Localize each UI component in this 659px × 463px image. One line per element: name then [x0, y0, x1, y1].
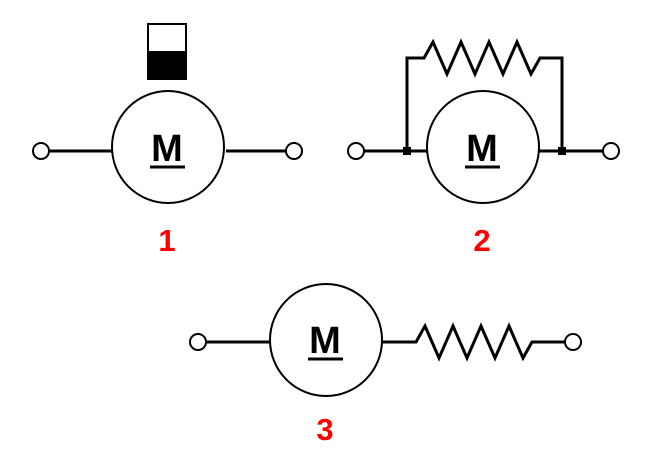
junction-right — [558, 147, 566, 155]
series-resistor-icon — [382, 322, 565, 362]
switch-indicator-icon — [147, 23, 187, 80]
symbol-number-label: 3 — [316, 412, 333, 447]
terminal-left — [189, 333, 207, 351]
motor-circle — [426, 90, 540, 204]
terminal-right — [285, 142, 303, 160]
motor-circle — [269, 283, 383, 397]
motor-letter: M — [466, 128, 498, 170]
motor-symbol-2: M 2 — [347, 38, 620, 258]
motor-symbol-3: M 3 — [189, 283, 582, 447]
junction-left — [403, 147, 411, 155]
parallel-resistor-icon — [405, 38, 564, 151]
motor-letter: M — [151, 128, 183, 170]
terminal-right — [564, 333, 582, 351]
terminal-left — [347, 142, 365, 160]
terminal-right — [602, 142, 620, 160]
terminal-left — [32, 142, 50, 160]
motor-letter: M — [309, 320, 341, 362]
motor-circle — [111, 90, 225, 204]
symbol-number-label: 2 — [473, 223, 490, 258]
motor-symbol-1: M 1 — [32, 23, 303, 258]
symbol-number-label: 1 — [158, 223, 175, 258]
